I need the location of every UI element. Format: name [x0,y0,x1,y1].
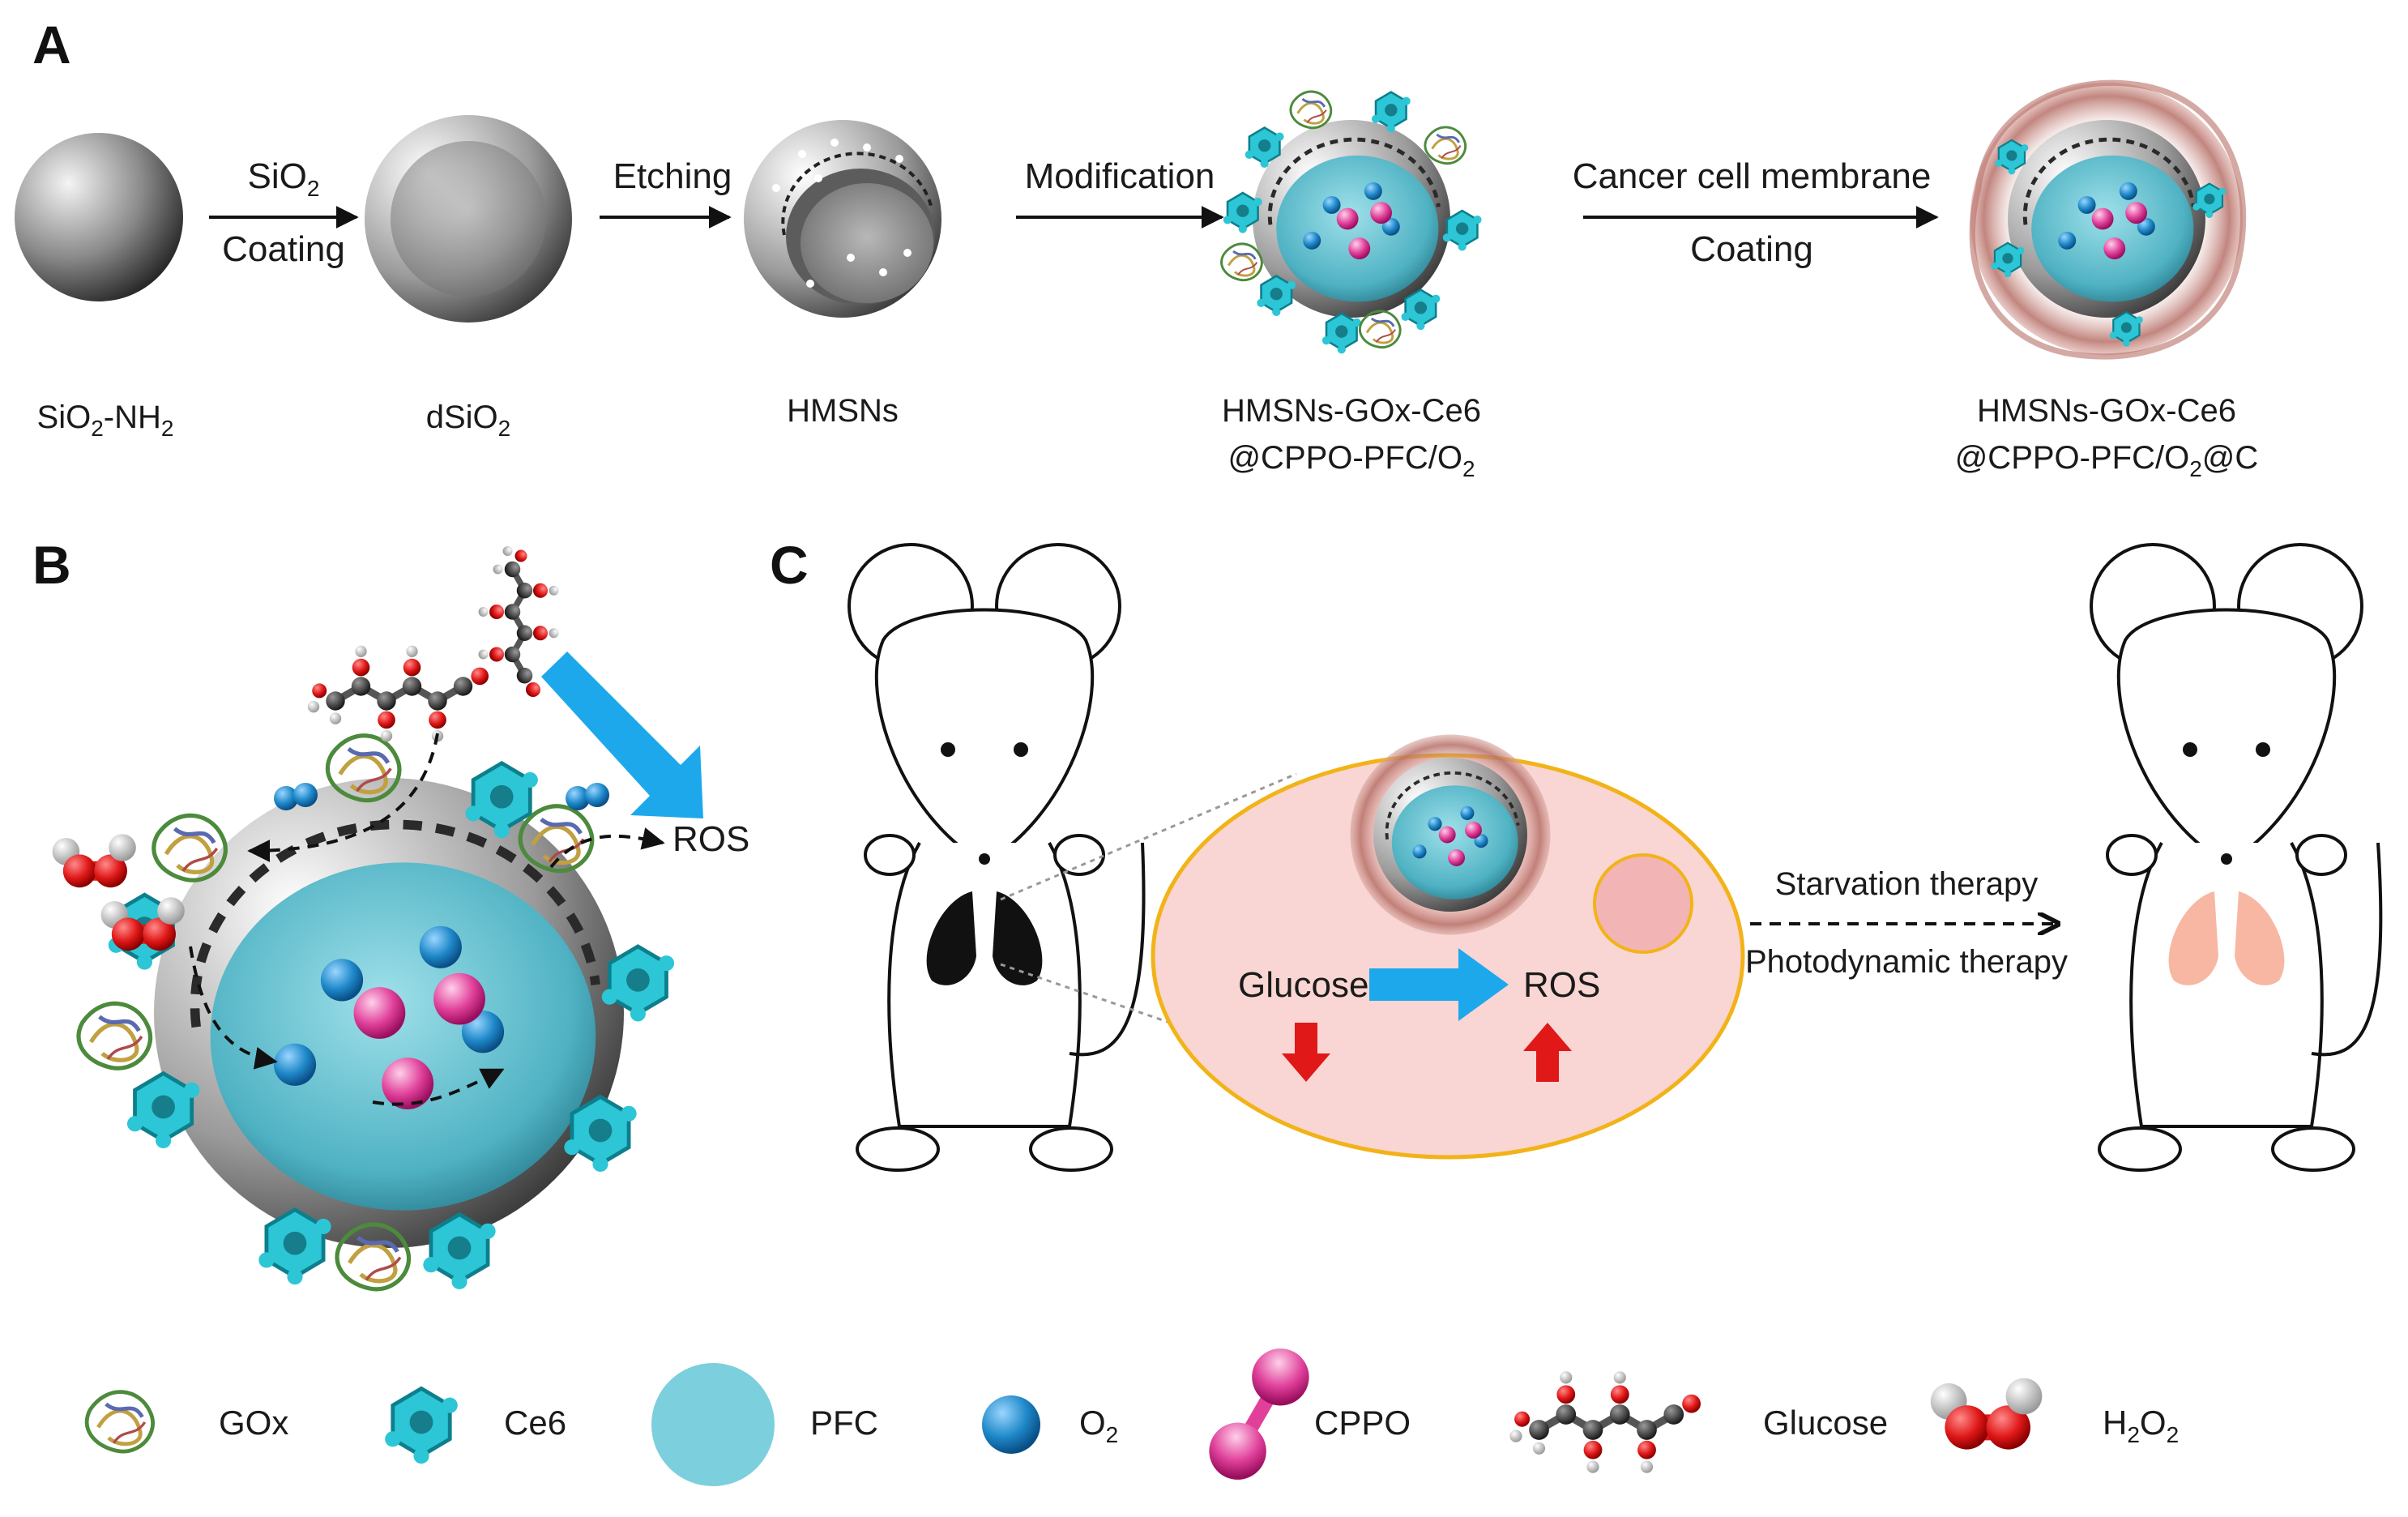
mouse2-eye-left [2183,742,2197,757]
dashed-path-o2-ros [549,827,665,869]
therapy1-label: Starvation therapy [1775,866,2039,902]
ros-increase-arrow [1523,1023,1572,1082]
legend-o2-label: O2 [1079,1404,1118,1447]
dashed-path-h2o2 [189,946,278,1070]
legend-glucose-label: Glucose [1763,1404,1888,1442]
label-loaded-line1: HMSNs-GOx-Ce6 [1222,393,1481,429]
glucose-label: Glucose [1238,965,1368,1005]
ros-flow-arrow [541,652,703,818]
label-loaded-line2: @CPPO-PFC/O2 [1227,440,1475,481]
label-coated-line2: @CPPO-PFC/O2@C [1955,440,2259,481]
legend-h2o2-label: H2O2 [2103,1404,2179,1447]
mouse2-lungs [2168,891,2285,985]
mouse-healed [2090,543,2383,1172]
glucose-decrease-arrow [1282,1023,1330,1082]
ce6-icon [385,1388,458,1464]
glucose-to-ros-arrow [1369,948,1509,1021]
mouse2-eye-right [2256,742,2270,757]
gox-icon [87,1392,152,1451]
dsio2-particle [365,115,572,323]
panel-a-letter: A [32,15,71,75]
cppo-icon [1199,1338,1320,1490]
h2o2-icon [1930,1378,2043,1450]
panel-c-letter: C [770,535,809,595]
step4-label-bottom: Coating [1690,229,1813,269]
mouse1-lungs [926,891,1043,985]
legend-ce6-label: Ce6 [504,1404,566,1442]
dashed-path-glucose [247,733,439,862]
label-hmsns: HMSNs [787,393,899,429]
mouse1-nose [979,853,990,865]
zoom-ros-label: ROS [1523,965,1600,1005]
hmsns-particle [744,120,941,318]
cancer-cell [1593,853,1693,954]
sio2-nh2-particle [15,133,183,301]
legend-gox-label: GOx [219,1404,288,1442]
o2-pair-2 [566,783,609,810]
large-particle [79,736,674,1289]
o2-icon [982,1395,1040,1454]
step3-label: Modification [1025,156,1215,196]
therapy2-label: Photodynamic therapy [1745,944,2068,980]
panel-b-ros-label: ROS [672,819,749,859]
legend-pfc-label: PFC [810,1404,878,1442]
label-sio2-nh2: SiO2-NH2 [37,400,174,441]
glucose-molecule-1 [308,646,489,742]
step1-label-bottom: Coating [222,229,345,269]
pfc-icon [651,1363,775,1486]
membrane-coated-particle [1969,79,2247,360]
mouse2-nose [2221,853,2232,865]
h2o2-molecule-1 [52,834,136,888]
step2-label: Etching [613,156,732,196]
step1-label-top: SiO2 [248,156,320,201]
legend: GOx Ce6 PFC O2 CPPO Glucose H2O2 [87,1338,2179,1490]
loaded-particle [1220,90,1483,355]
zoom-particle [1350,734,1551,935]
step4-label-top: Cancer cell membrane [1573,156,1932,196]
mouse-diseased [847,543,1146,1172]
glucose-icon [1509,1371,1701,1472]
panel-b-letter: B [32,535,71,595]
legend-cppo-label: CPPO [1314,1404,1411,1442]
zoom-line-bottom [1000,963,1265,1057]
mouse1-eye-left [941,742,955,757]
mouse1-eye-right [1014,742,1028,757]
dashed-path-inner [372,1068,505,1106]
label-coated-line1: HMSNs-GOx-Ce6 [1977,393,2236,429]
label-dsio2: dSiO2 [426,400,511,441]
